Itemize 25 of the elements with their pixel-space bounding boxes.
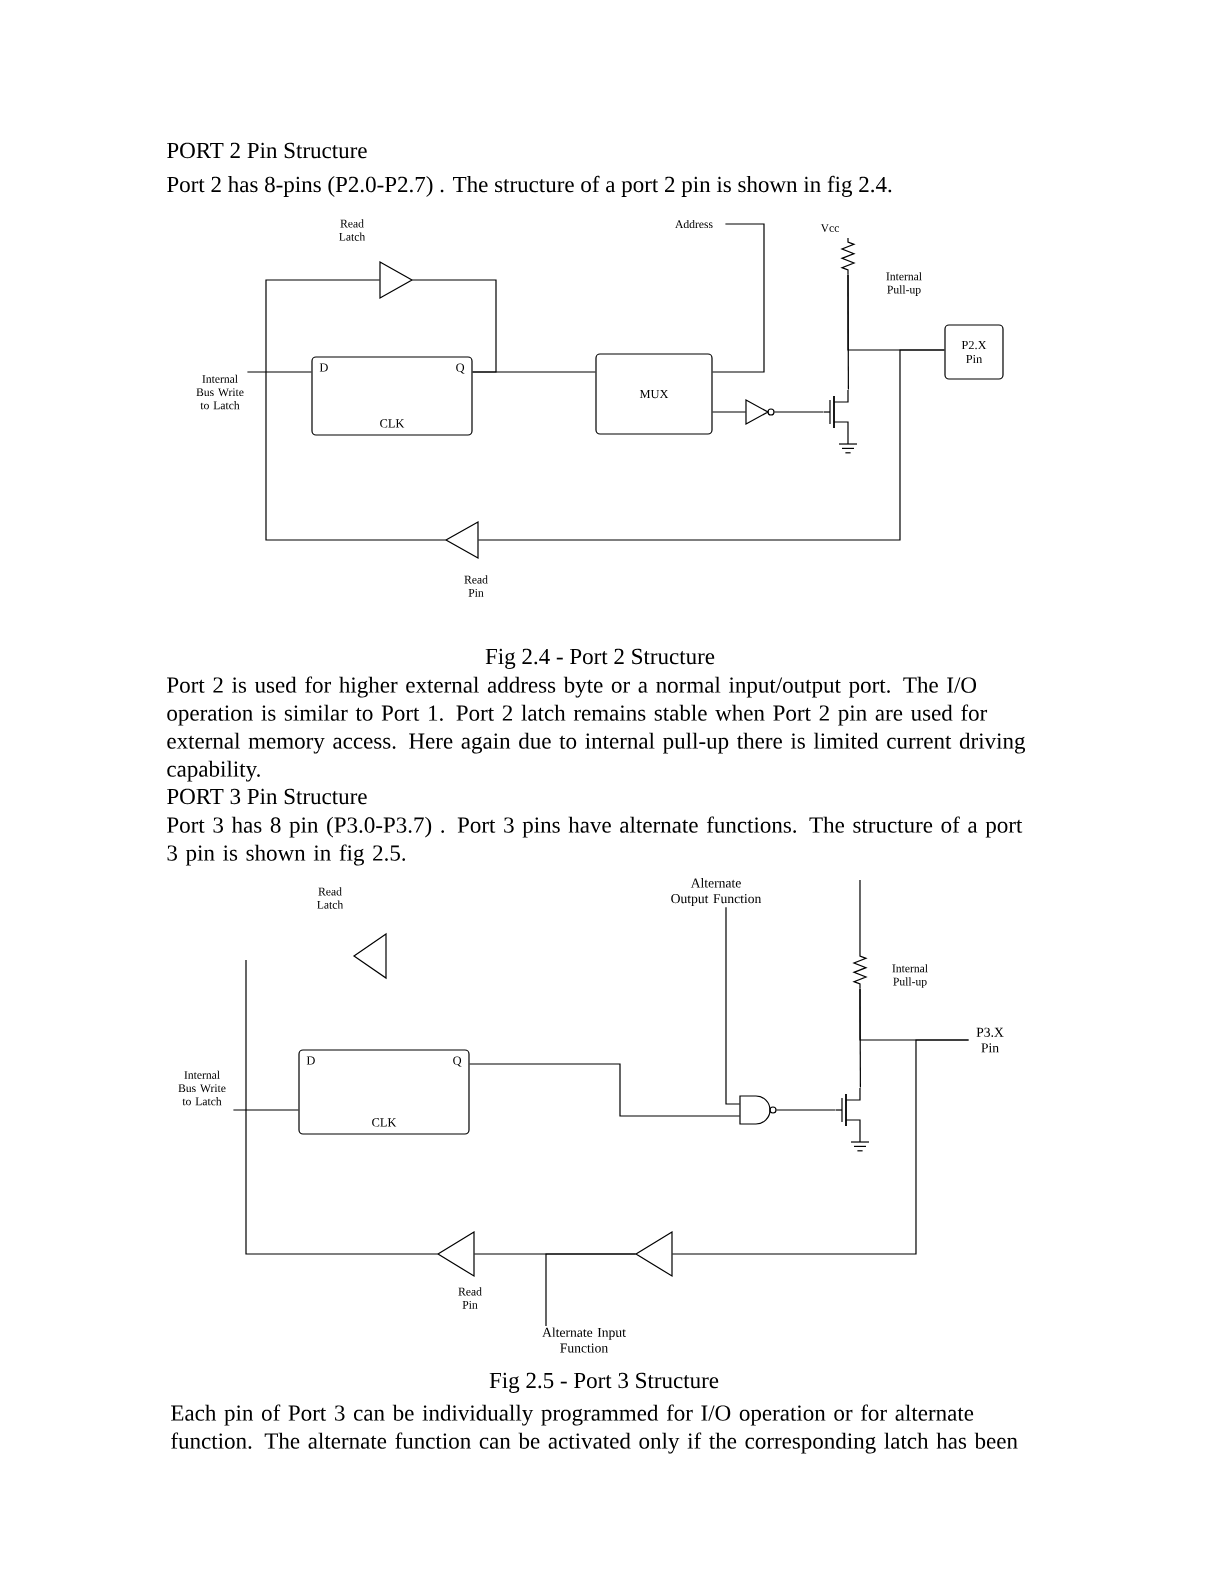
transistor-symbol [823,389,849,435]
wire [712,411,747,413]
transistor-symbol [835,1087,861,1133]
wire [232,1109,299,1111]
figure-caption: Fig 2.4 - Port 2 Structure [485,648,715,669]
wire [712,223,765,373]
wire [725,906,741,1105]
wire [545,1253,637,1327]
wire [265,279,447,541]
wire [469,1063,741,1117]
heading: PORT 3 Pin Structure [167,788,367,805]
wire [477,349,945,541]
wire [775,1109,837,1111]
text-line: Port 2 has 8-pins (P2.0-P2.7) . The structure of a port 2 pin is shown in fig 2.4. [167,175,892,197]
paragraph: Port 2 is used for higher external address byte or a normal input/output port. The I/O operation is similar to Port 1. Port 2 latch remains stable when Port 2 pin are used for external memory access. Here again due to internal pull-up there is limited current driving capability. [167,676,1026,782]
paragraph: Port 3 has 8 pin (P3.0-P3.7) . Port 3 pins have alternate functions. The structure of a port 3 pin is shown in fig 2.5. [167,816,1023,866]
wire [773,411,825,413]
wire [411,279,497,373]
heading: PORT 2 Pin Structure [167,142,367,159]
wire [245,959,439,1255]
wire [246,371,312,373]
nand-gate-symbol [739,1095,777,1125]
paragraph: Each pin of Port 3 can be individually programmed for I/O operation or for alternate function. The alternate function can be activated only if the corresponding latch has been [171,1404,1018,1454]
wire [671,1039,970,1255]
figure-caption: Fig 2.5 - Port 3 Structure [489,1372,719,1393]
